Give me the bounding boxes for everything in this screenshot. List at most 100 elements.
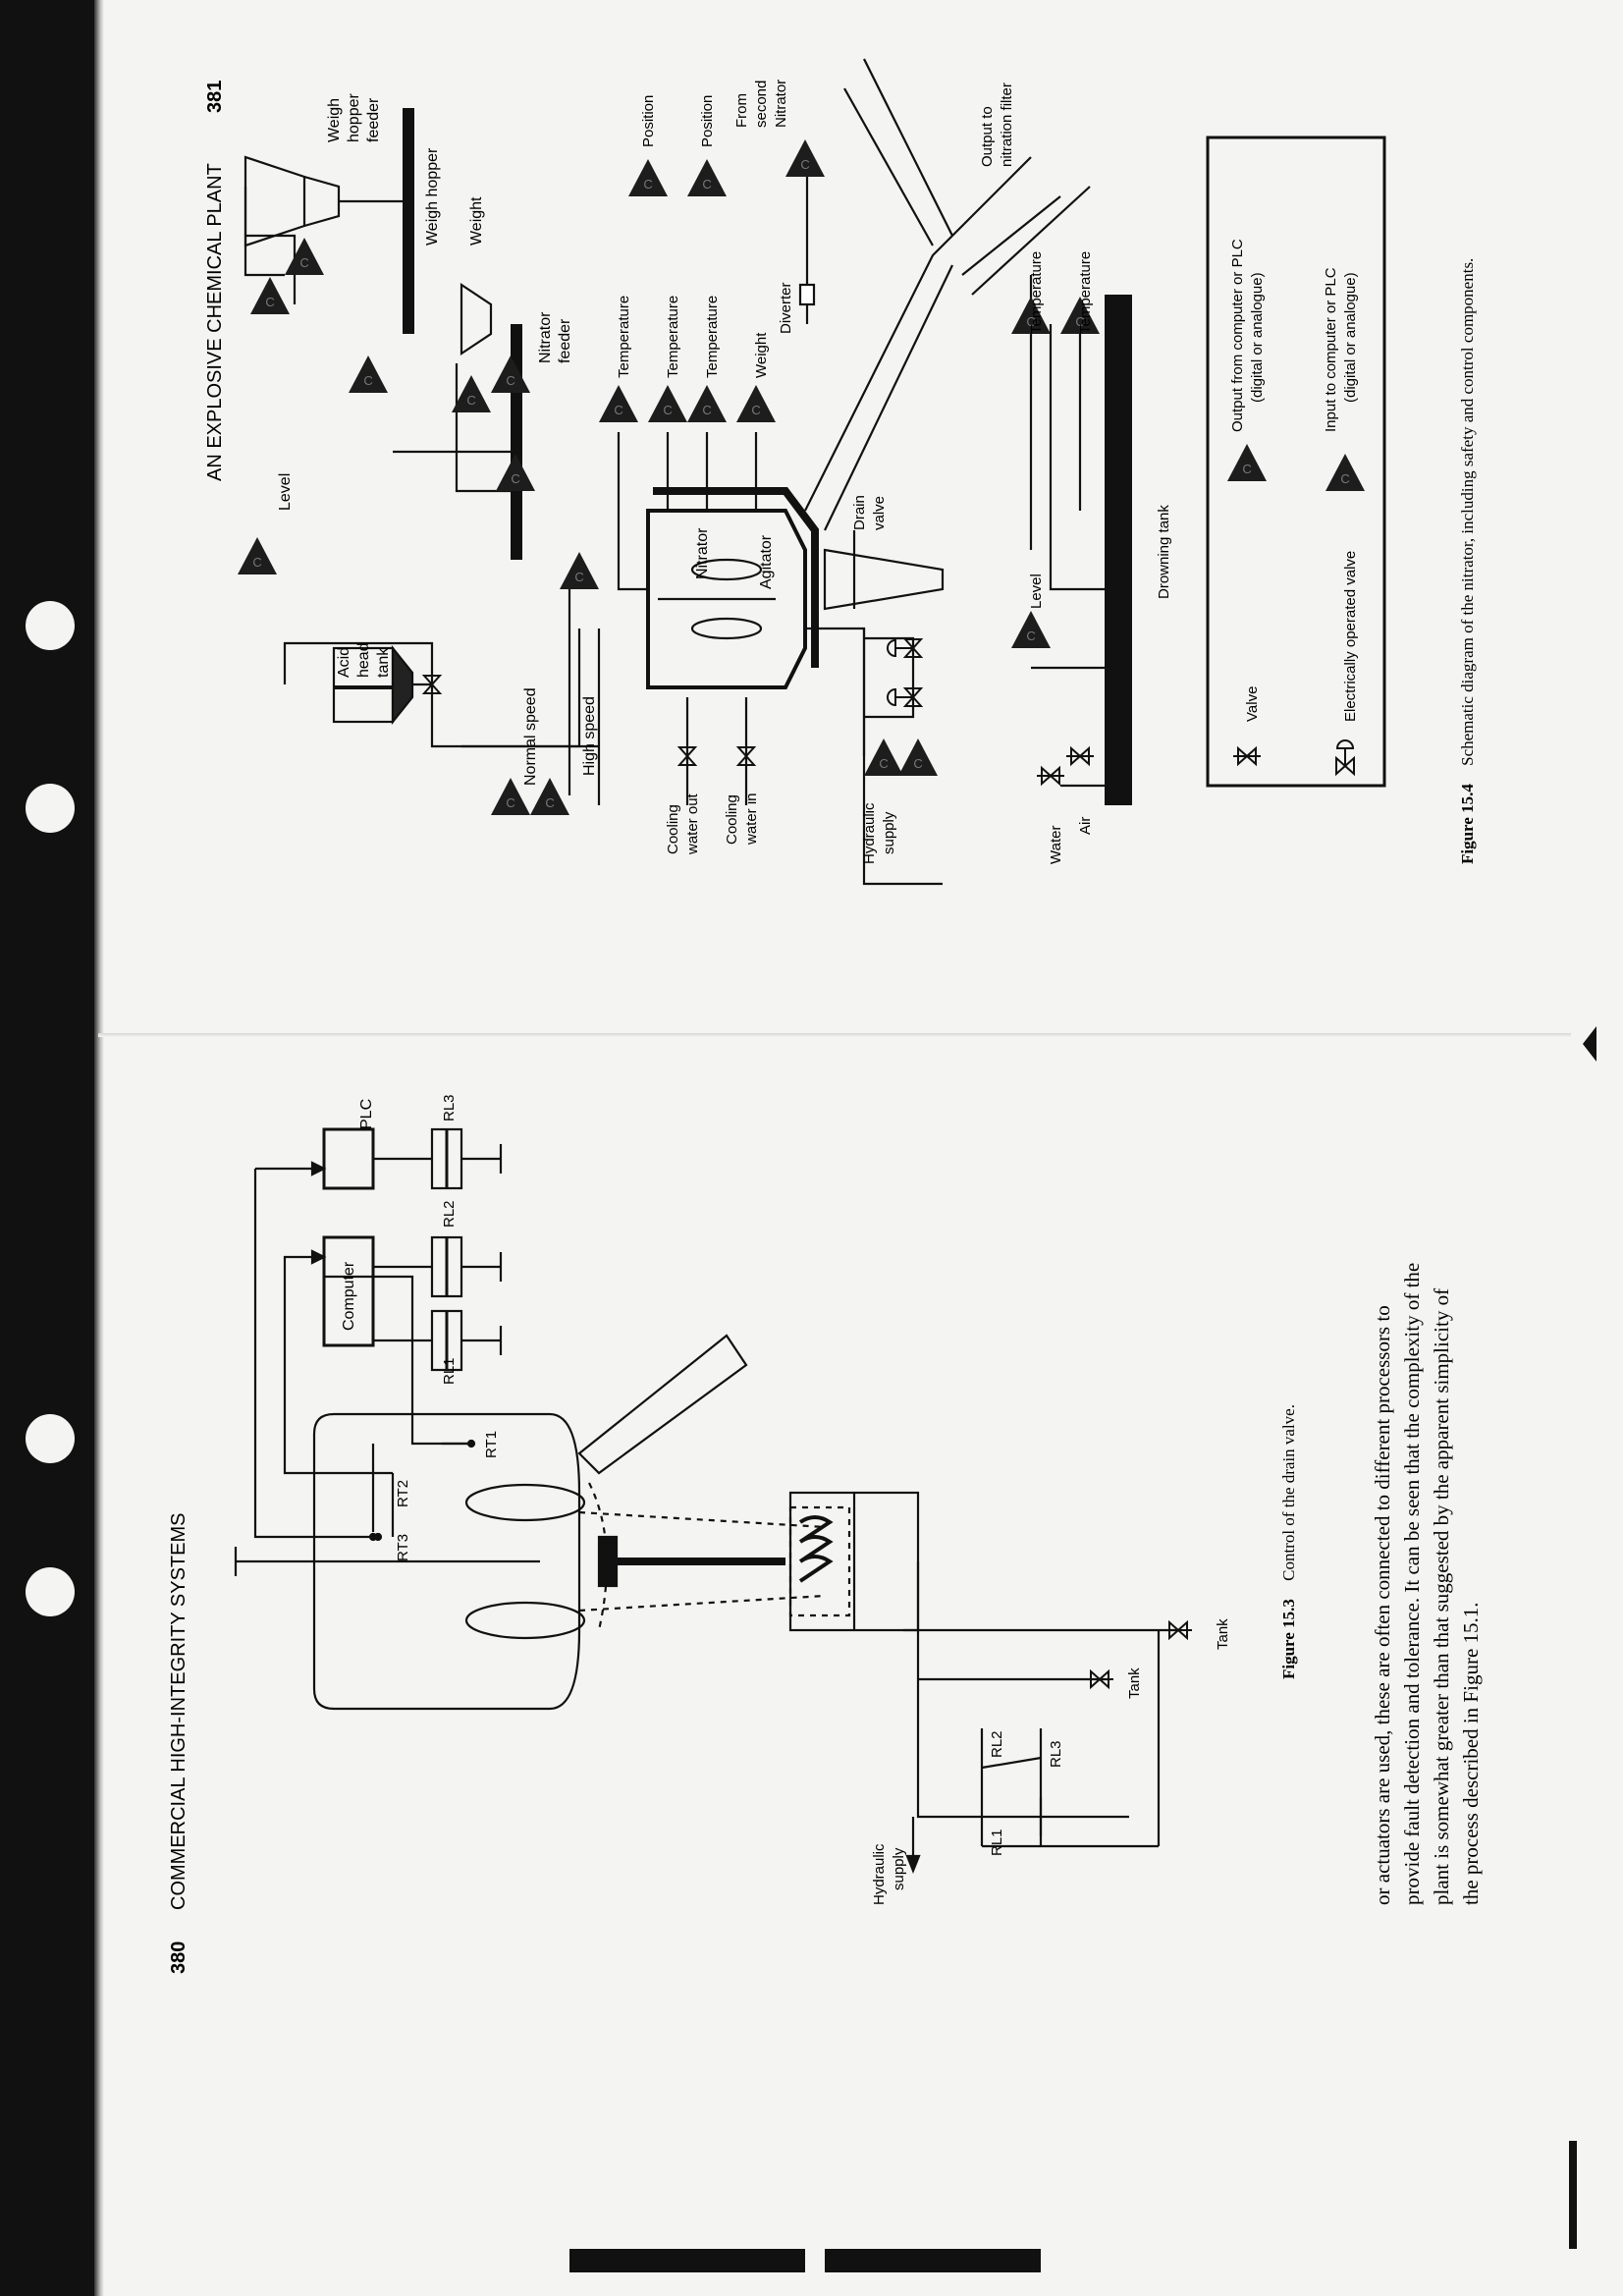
weigh-hopper-bar (403, 108, 414, 334)
rl2-label: RL2 (441, 1200, 458, 1228)
body-line: the process described in Figure 15.1. (1459, 1602, 1483, 1905)
rt1-label: RT1 (483, 1431, 500, 1458)
rt3-label: RT3 (395, 1534, 411, 1561)
position-label: Position (699, 95, 716, 147)
legend-input-2: (digital or analogue) (1342, 272, 1359, 403)
cooling-label: Cooling (724, 794, 740, 845)
left-body-text: or actuators are used, these are often c… (1371, 1263, 1483, 1905)
temperature-label: Temperature (704, 296, 721, 378)
acid-label: Acid (336, 647, 352, 678)
weigh-label: Weigh (326, 98, 343, 142)
nitrator-label-3: Nitrator (773, 80, 789, 128)
plc-label: PLC (358, 1099, 375, 1129)
agitator-label: Agitator (758, 534, 775, 589)
computer-box (322, 1235, 375, 1347)
position-label: Position (640, 95, 657, 147)
punch-hole (26, 784, 75, 833)
agitator-blade (464, 1601, 586, 1640)
output-to-label: Output to (979, 106, 996, 167)
drowning-tank (1105, 295, 1132, 805)
rl3-label: RL3 (441, 1094, 458, 1121)
left-page-number: 380 (168, 1941, 189, 1974)
legend-electric-valve: Electrically operated valve (1342, 551, 1359, 722)
nitration-filter-label: nitration filter (999, 82, 1015, 167)
body-line: or actuators are used, these are often c… (1371, 1305, 1394, 1905)
caption-label: Figure 15.3 (1279, 1599, 1298, 1679)
rl2-switch-label: RL2 (989, 1730, 1005, 1758)
diverter-label: Diverter (778, 282, 794, 334)
weigh-hopper-feeder (243, 155, 306, 247)
legend-output-2: (digital or analogue) (1249, 272, 1266, 403)
level-label-2: Level (1028, 574, 1045, 609)
caption-label-r: Figure 15.4 (1458, 784, 1477, 864)
legend-output-1: Output from computer or PLC (1229, 239, 1246, 432)
water-label: Water (1048, 826, 1064, 864)
body-line: provide fault detection and tolerance. I… (1400, 1263, 1424, 1905)
tank-label-r: tank (375, 647, 392, 678)
page-gutter (98, 1033, 1571, 1037)
rl3-switch-label: RL3 (1048, 1740, 1064, 1768)
plc-box (322, 1127, 375, 1190)
caption-text-r: Schematic diagram of the nitrator, inclu… (1458, 258, 1477, 766)
weight-label: Weight (468, 196, 485, 246)
feeder-label: feeder (365, 97, 382, 142)
nitrator-vessel (646, 509, 807, 689)
binder-clip (825, 2249, 1041, 2272)
second-label: second (753, 81, 770, 128)
legend-input-1: Input to computer or PLC (1323, 267, 1339, 432)
caption-text: Control of the drain valve. (1279, 1404, 1298, 1581)
page-edge-shadow (1569, 2141, 1577, 2249)
air-label: Air (1077, 817, 1094, 835)
body-line: plant is somewhat greater than that sugg… (1430, 1288, 1453, 1905)
legend-box (1206, 136, 1386, 788)
punch-hole (26, 1567, 75, 1616)
supply-label-r: supply (881, 811, 897, 854)
cooling-label: Cooling (665, 804, 681, 854)
page-edge-marker (1583, 1026, 1596, 1062)
hopper-label: hopper (346, 93, 362, 142)
punch-hole (26, 601, 75, 650)
binder-spine (0, 0, 98, 2296)
high-speed-label: High speed (581, 696, 598, 776)
figure-15-4 (243, 58, 1386, 886)
left-running-head: COMMERCIAL HIGH-INTEGRITY SYSTEMS (168, 1513, 189, 1910)
right-page-number: 381 (204, 81, 226, 113)
water-in-label: water in (743, 793, 760, 846)
nitrator-label: Nitrator (537, 311, 554, 363)
tank-label: Tank (1215, 1618, 1231, 1650)
temperature-label: Temperature (1028, 251, 1045, 334)
figure-15-3-caption: Figure 15.3 Control of the drain valve. (1279, 1404, 1298, 1679)
nitrator-vessel-label: Nitrator (694, 527, 711, 579)
right-page: 381 AN EXPLOSIVE CHEMICAL PLANT (204, 58, 1477, 886)
rl1-switch-label: RL1 (989, 1829, 1005, 1856)
level-label: Level (277, 473, 294, 511)
tank-label: Tank (1126, 1667, 1143, 1699)
temperature-label: Temperature (616, 296, 632, 378)
computer-label: Computer (341, 1261, 357, 1331)
figure-15-3 (234, 1127, 1178, 1874)
feeder-label-2: feeder (557, 318, 573, 363)
valve-label: valve (871, 496, 888, 530)
supply-label: supply (891, 1847, 907, 1890)
outlet-pipe (577, 1334, 748, 1475)
head-label: head (355, 642, 372, 678)
temperature-label: Temperature (665, 296, 681, 378)
punch-hole (26, 1414, 75, 1463)
weight-label-2: Weight (753, 332, 770, 378)
rl1-label: RL1 (441, 1357, 458, 1385)
rt2-label: RT2 (395, 1480, 411, 1507)
drain-label: Drain (851, 495, 868, 530)
drowning-tank-label: Drowning tank (1156, 505, 1172, 599)
hydraulic-label: Hydraulic (871, 1843, 888, 1905)
agitator-blade (464, 1483, 586, 1522)
binder-clip (569, 2249, 805, 2272)
right-running-head: AN EXPLOSIVE CHEMICAL PLANT (204, 163, 226, 481)
normal-speed-label: Normal speed (522, 687, 539, 786)
binder-edge (94, 0, 104, 2296)
water-out-label: water out (684, 793, 701, 855)
legend-valve: Valve (1244, 686, 1261, 722)
figure-15-4-caption: Figure 15.4 Schematic diagram of the nit… (1458, 258, 1477, 864)
hydraulic-label-r: Hydraulic (861, 802, 878, 864)
left-page: 380 COMMERCIAL HIGH-INTEGRITY SYSTEMS (168, 1094, 1483, 1974)
